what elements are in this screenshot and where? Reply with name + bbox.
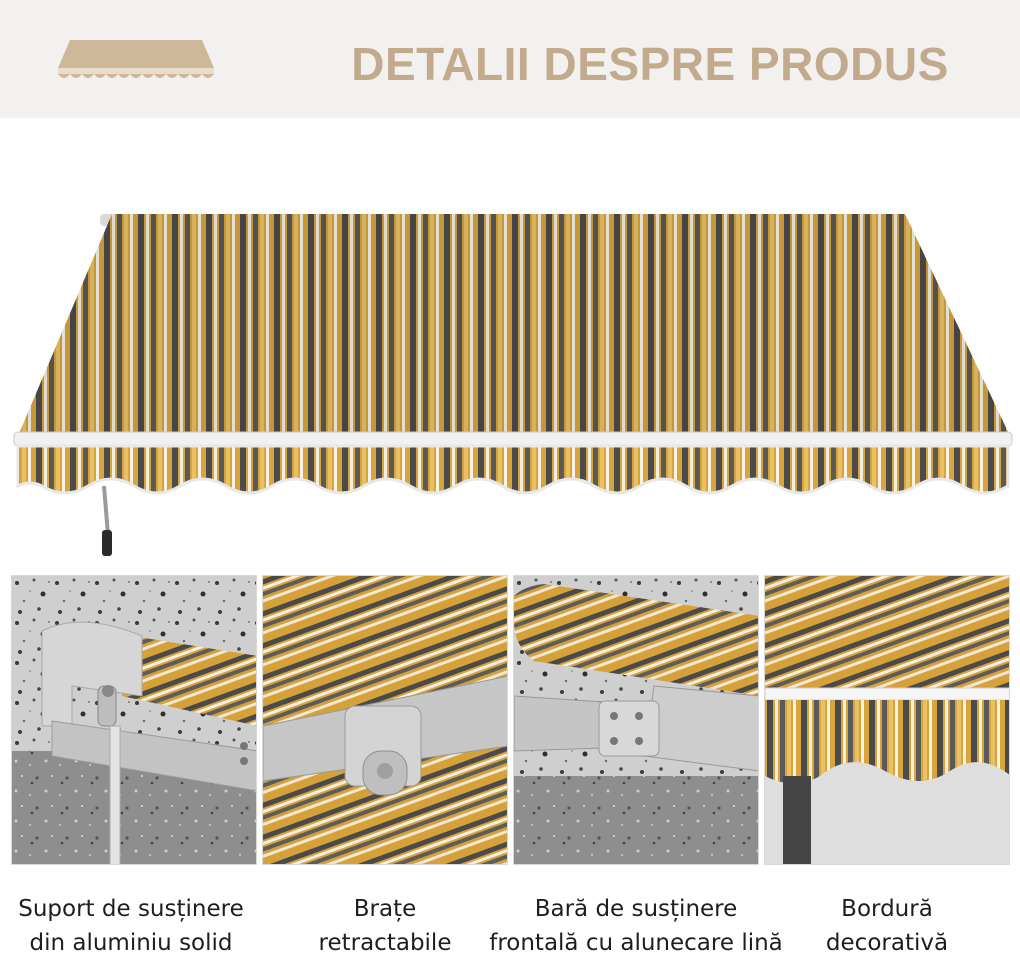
caption-arms-line1: Brațe: [353, 896, 417, 922]
detail-panel-arms: [262, 575, 508, 865]
page-title: DETALII DESPRE PRODUS: [351, 38, 949, 90]
detail-panel-bracket: [11, 575, 257, 865]
caption-bracket-line2: din aluminiu solid: [29, 930, 233, 956]
caption-front-bar-line1: Bară de susținere: [534, 896, 738, 922]
detail-panel-front-bar: [513, 575, 759, 865]
caption-arms: Brațe retractabile: [262, 892, 508, 972]
caption-bracket: Suport de susținere din aluminiu solid: [0, 892, 262, 972]
header-banner: DETALII DESPRE PRODUS: [0, 0, 1020, 118]
caption-arms-line2: retractabile: [318, 930, 452, 956]
awning-image: [13, 214, 1013, 556]
caption-valance-line2: decorativă: [825, 930, 949, 956]
caption-valance: Bordură decorativă: [764, 892, 1010, 972]
caption-front-bar-line2: frontală cu alunecare lină: [489, 930, 783, 956]
caption-valance-line1: Bordură: [841, 896, 933, 922]
detail-panel-valance: [764, 575, 1010, 865]
caption-front-bar: Bară de susținere frontală cu alunecare …: [478, 892, 794, 972]
awning-logo-icon: [58, 40, 214, 78]
caption-bracket-line1: Suport de susținere: [18, 896, 244, 922]
